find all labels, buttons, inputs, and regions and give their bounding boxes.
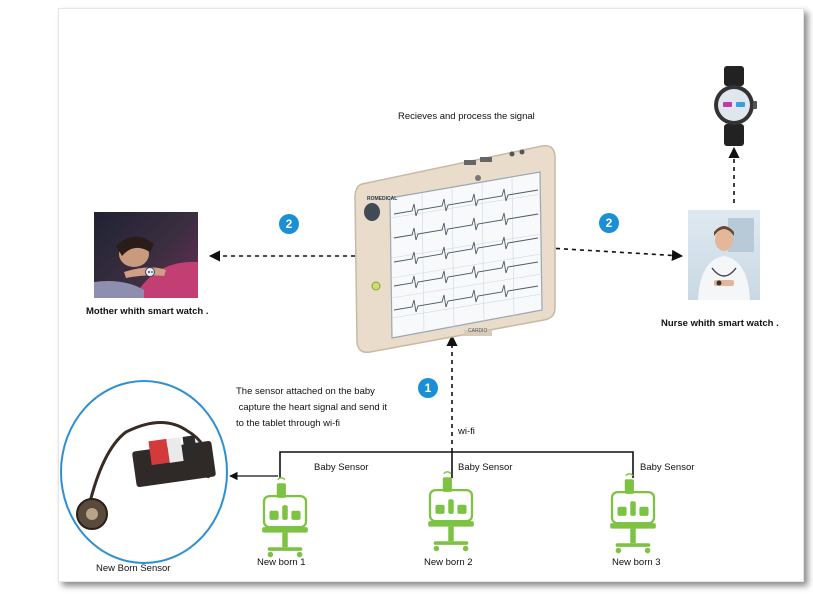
incubator-icon-3 (609, 472, 657, 555)
baby-sensor-label-1: Baby Sensor (314, 462, 369, 473)
description-line-1: The sensor attached on the baby (236, 386, 375, 397)
sensor-device-illustration (76, 420, 216, 530)
incubator-icon-1 (261, 476, 309, 559)
monitor-tablet (354, 144, 556, 354)
incubator-icon-2 (427, 470, 475, 553)
newborn-label-3: New born 3 (612, 557, 661, 568)
wifi-label: wi-fi (458, 426, 475, 437)
tablet-brand-bottom: CARDIO (468, 328, 488, 334)
newborn-sensor-caption: New Born Sensor (96, 563, 171, 574)
mother-caption: Mother whith smart watch . (86, 306, 209, 317)
description-line-2: capture the heart signal and send it (236, 402, 388, 413)
baby-sensor-label-3: Baby Sensor (640, 462, 695, 473)
nurse-caption: Nurse whith smart watch . (661, 318, 779, 329)
baby-sensor-label-2: Baby Sensor (458, 462, 513, 473)
nurse-illustration (698, 218, 754, 300)
newborn-label-1: New born 1 (257, 557, 306, 568)
tablet-function-label: Recieves and process the signal (398, 111, 535, 122)
arrow-to-nurse (547, 247, 684, 261)
step-badge-nurse: 2 (599, 213, 619, 233)
sensor-description: The sensor attached on the baby capture … (236, 384, 387, 432)
newborn-label-2: New born 2 (424, 557, 473, 568)
sensor-bus-line (279, 451, 634, 478)
newborn-sensor-circle (60, 380, 228, 564)
step-badge-mother: 2 (279, 214, 299, 234)
smartwatch-icon (714, 66, 757, 146)
step-badge-tablet: 1 (418, 378, 438, 398)
description-line-3: to the tablet through wi-fi (236, 418, 341, 429)
tablet-brand-logo: ROMEDICAL (367, 196, 398, 202)
nurse-photo (688, 210, 760, 300)
mother-photo (94, 212, 198, 298)
sleeping-mother-illustration (94, 236, 198, 298)
